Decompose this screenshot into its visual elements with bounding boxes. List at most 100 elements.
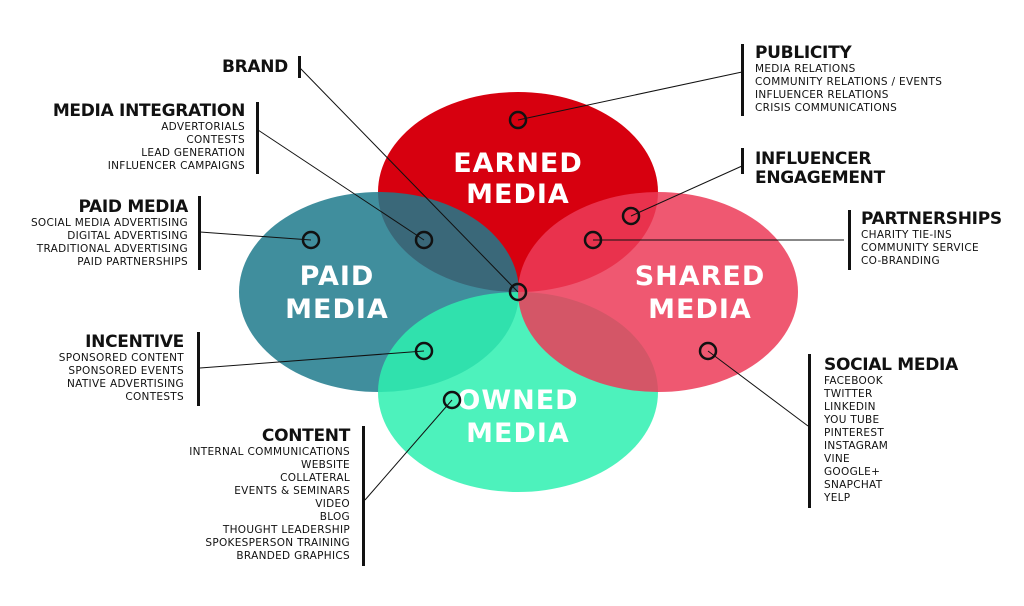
group-items-publicity: MEDIA RELATIONS COMMUNITY RELATIONS / EV…: [755, 63, 985, 115]
list-item: INFLUENCER CAMPAIGNS: [107, 160, 245, 172]
list-item: INFLUENCER RELATIONS: [755, 89, 889, 101]
list-item: ADVERTORIALS: [161, 121, 245, 133]
bar-incentive: [197, 332, 200, 406]
list-item: CONTESTS: [125, 391, 184, 403]
marker-media-integration: [414, 230, 434, 250]
list-item: INTERNAL COMMUNICATIONS: [189, 446, 350, 458]
connector-publicity: [517, 71, 743, 121]
group-title-content: CONTENT: [261, 426, 350, 446]
list-item: INSTAGRAM: [824, 440, 889, 452]
bar-paid-media: [198, 196, 201, 270]
list-item: CONTESTS: [186, 134, 245, 146]
list-item: VIDEO: [315, 498, 350, 510]
bar-influencer-engagement: [741, 148, 744, 174]
connector-brand: [299, 67, 519, 293]
list-item: PINTEREST: [824, 427, 885, 439]
list-item: CO-BRANDING: [861, 255, 940, 267]
marker-incentive: [414, 341, 434, 361]
marker-publicity: [508, 110, 528, 130]
group-influencer-engagement: INFLUENCER ENGAGEMENT: [755, 150, 995, 188]
owned-media-label-2: MEDIA: [466, 418, 570, 449]
bar-media-integration: [256, 102, 259, 174]
group-title-paid-media: PAID MEDIA: [78, 197, 188, 217]
list-item: GOOGLE+: [824, 466, 881, 478]
list-item: WEBSITE: [301, 459, 350, 471]
list-item: TRADITIONAL ADVERTISING: [36, 243, 188, 255]
paid-media-label-1: PAID: [300, 261, 375, 292]
group-paid-media: PAID MEDIA SOCIAL MEDIA ADVERTISING DIGI…: [20, 198, 188, 269]
group-content: CONTENT INTERNAL COMMUNICATIONS WEBSITE …: [150, 427, 350, 563]
group-social-media: SOCIAL MEDIA FACEBOOK TWITTER LINKEDIN Y…: [824, 356, 974, 505]
marker-influencer-engagement: [621, 206, 641, 226]
list-item: PAID PARTNERSHIPS: [77, 256, 188, 268]
group-items-social-media: FACEBOOK TWITTER LINKEDIN YOU TUBE PINTE…: [824, 375, 974, 505]
group-title-social-media: SOCIAL MEDIA: [824, 355, 958, 375]
group-incentive: INCENTIVE SPONSORED CONTENT SPONSORED EV…: [20, 332, 185, 404]
group-publicity: PUBLICITY MEDIA RELATIONS COMMUNITY RELA…: [755, 44, 985, 115]
connector-influencer: [630, 165, 743, 217]
list-item: SNAPCHAT: [824, 479, 883, 491]
group-items-media-integration: ADVERTORIALS CONTESTS LEAD GENERATION IN…: [40, 121, 245, 173]
group-title-media-integration: MEDIA INTEGRATION: [52, 101, 245, 121]
list-item: SOCIAL MEDIA ADVERTISING: [30, 217, 188, 229]
group-items-content: INTERNAL COMMUNICATIONS WEBSITE COLLATER…: [150, 446, 350, 563]
earned-media-label-2: MEDIA: [466, 179, 570, 210]
list-item: CRISIS COMMUNICATIONS: [755, 102, 898, 114]
marker-content: [442, 390, 462, 410]
shared-media-ellipse: [518, 192, 798, 392]
list-item: NATIVE ADVERTISING: [67, 378, 184, 390]
bar-social-media: [808, 354, 811, 508]
bar-partnerships: [848, 210, 851, 270]
marker-partnerships: [583, 230, 603, 250]
group-items-incentive: SPONSORED CONTENT SPONSORED EVENTS NATIV…: [20, 352, 184, 404]
group-title-incentive: INCENTIVE: [85, 332, 184, 352]
group-items-paid-media: SOCIAL MEDIA ADVERTISING DIGITAL ADVERTI…: [20, 217, 188, 269]
list-item: COLLATERAL: [280, 472, 350, 484]
earned-media-label-1: EARNED: [453, 148, 583, 179]
group-title-brand: BRAND: [221, 57, 288, 77]
marker-brand: [508, 282, 528, 302]
group-title-influencer-engagement: INFLUENCER ENGAGEMENT: [755, 149, 885, 188]
group-media-integration: MEDIA INTEGRATION ADVERTORIALS CONTESTS …: [40, 102, 245, 173]
list-item: THOUGHT LEADERSHIP: [222, 524, 350, 536]
connector-paid-media: [199, 231, 312, 241]
group-partnerships: PARTNERSHIPS CHARITY TIE-INS COMMUNITY S…: [861, 210, 1011, 268]
list-item: YOU TUBE: [824, 414, 880, 426]
marker-paid-media: [301, 230, 321, 250]
connector-content: [364, 399, 453, 501]
owned-media-label-1: OWNED: [457, 385, 578, 416]
list-item: BRANDED GRAPHICS: [236, 550, 350, 562]
list-item: MEDIA RELATIONS: [755, 63, 856, 75]
bar-brand: [298, 56, 301, 78]
list-item: DIGITAL ADVERTISING: [67, 230, 188, 242]
group-title-partnerships: PARTNERSHIPS: [861, 209, 1002, 229]
list-item: SPONSORED CONTENT: [58, 352, 184, 364]
list-item: COMMUNITY RELATIONS / EVENTS: [755, 76, 943, 88]
list-item: SPONSORED EVENTS: [68, 365, 184, 377]
list-item: YELP: [824, 492, 851, 504]
connector-social-media: [707, 350, 809, 427]
list-item: TWITTER: [824, 388, 873, 400]
list-item: COMMUNITY SERVICE: [861, 242, 979, 254]
list-item: LINKEDIN: [824, 401, 876, 413]
list-item: BLOG: [319, 511, 350, 523]
bar-content: [362, 426, 365, 566]
list-item: LEAD GENERATION: [141, 147, 245, 159]
group-title-publicity: PUBLICITY: [755, 43, 852, 63]
shared-media-label-1: SHARED: [635, 261, 766, 292]
connector-lines: [199, 67, 844, 501]
list-item: SPOKESPERSON TRAINING: [205, 537, 350, 549]
list-item: VINE: [824, 453, 850, 465]
bar-publicity: [741, 44, 744, 116]
shared-media-label-2: MEDIA: [648, 294, 752, 325]
list-item: FACEBOOK: [824, 375, 883, 387]
group-items-partnerships: CHARITY TIE-INS COMMUNITY SERVICE CO-BRA…: [861, 229, 1011, 268]
connector-media-integration: [257, 129, 425, 241]
group-brand: BRAND: [120, 58, 288, 77]
paid-media-label-2: MEDIA: [285, 294, 389, 325]
connector-incentive: [199, 350, 425, 369]
list-item: CHARITY TIE-INS: [861, 229, 953, 241]
marker-social-media: [698, 341, 718, 361]
list-item: EVENTS & SEMINARS: [234, 485, 350, 497]
